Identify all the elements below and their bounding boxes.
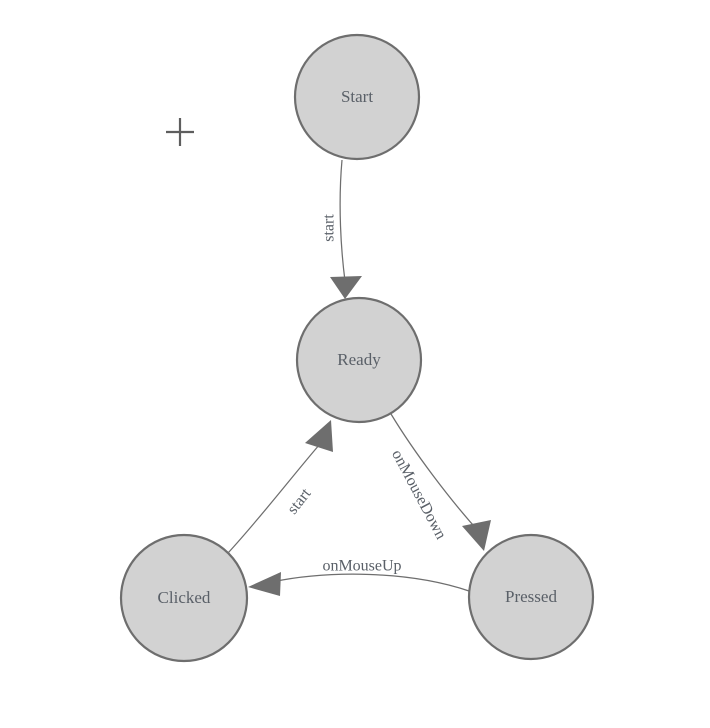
arrowhead-start-to-ready [330, 276, 362, 299]
node-ready[interactable]: Ready [295, 296, 423, 424]
node-ready-circle[interactable] [295, 296, 423, 424]
edge-path-clicked-to-ready [227, 443, 321, 554]
node-clicked-label: Clicked [158, 588, 211, 607]
arrowhead-clicked-to-ready [305, 420, 333, 452]
node-start-label: Start [341, 87, 373, 106]
node-clicked[interactable]: Clicked [119, 533, 249, 663]
crosshair-icon [166, 118, 194, 146]
node-pressed-label: Pressed [505, 587, 557, 606]
edge-start-to-ready[interactable]: start [321, 159, 362, 299]
node-start-circle[interactable] [293, 33, 421, 161]
arrowhead-ready-to-pressed [462, 520, 491, 551]
arrowhead-pressed-to-clicked [248, 572, 281, 596]
edge-label-start-to-ready: start [321, 214, 338, 242]
edge-label-ready-to-pressed: onMouseDown [388, 447, 449, 542]
node-ready-label: Ready [337, 350, 381, 369]
edge-label-clicked-to-ready: start [284, 485, 315, 518]
edge-path-pressed-to-clicked [271, 573, 470, 592]
edge-clicked-to-ready[interactable]: start [227, 420, 333, 554]
node-clicked-circle[interactable] [119, 533, 249, 663]
node-start[interactable]: Start [293, 33, 421, 161]
node-pressed-circle[interactable] [467, 533, 595, 661]
edge-label-pressed-to-clicked: onMouseUp [322, 558, 401, 575]
node-pressed[interactable]: Pressed [467, 533, 595, 661]
edge-path-start-to-ready [339, 159, 346, 282]
edge-pressed-to-clicked[interactable]: onMouseUp [248, 558, 470, 596]
edge-path-ready-to-pressed [390, 413, 482, 535]
edge-ready-to-pressed[interactable]: onMouseDown [388, 413, 491, 551]
